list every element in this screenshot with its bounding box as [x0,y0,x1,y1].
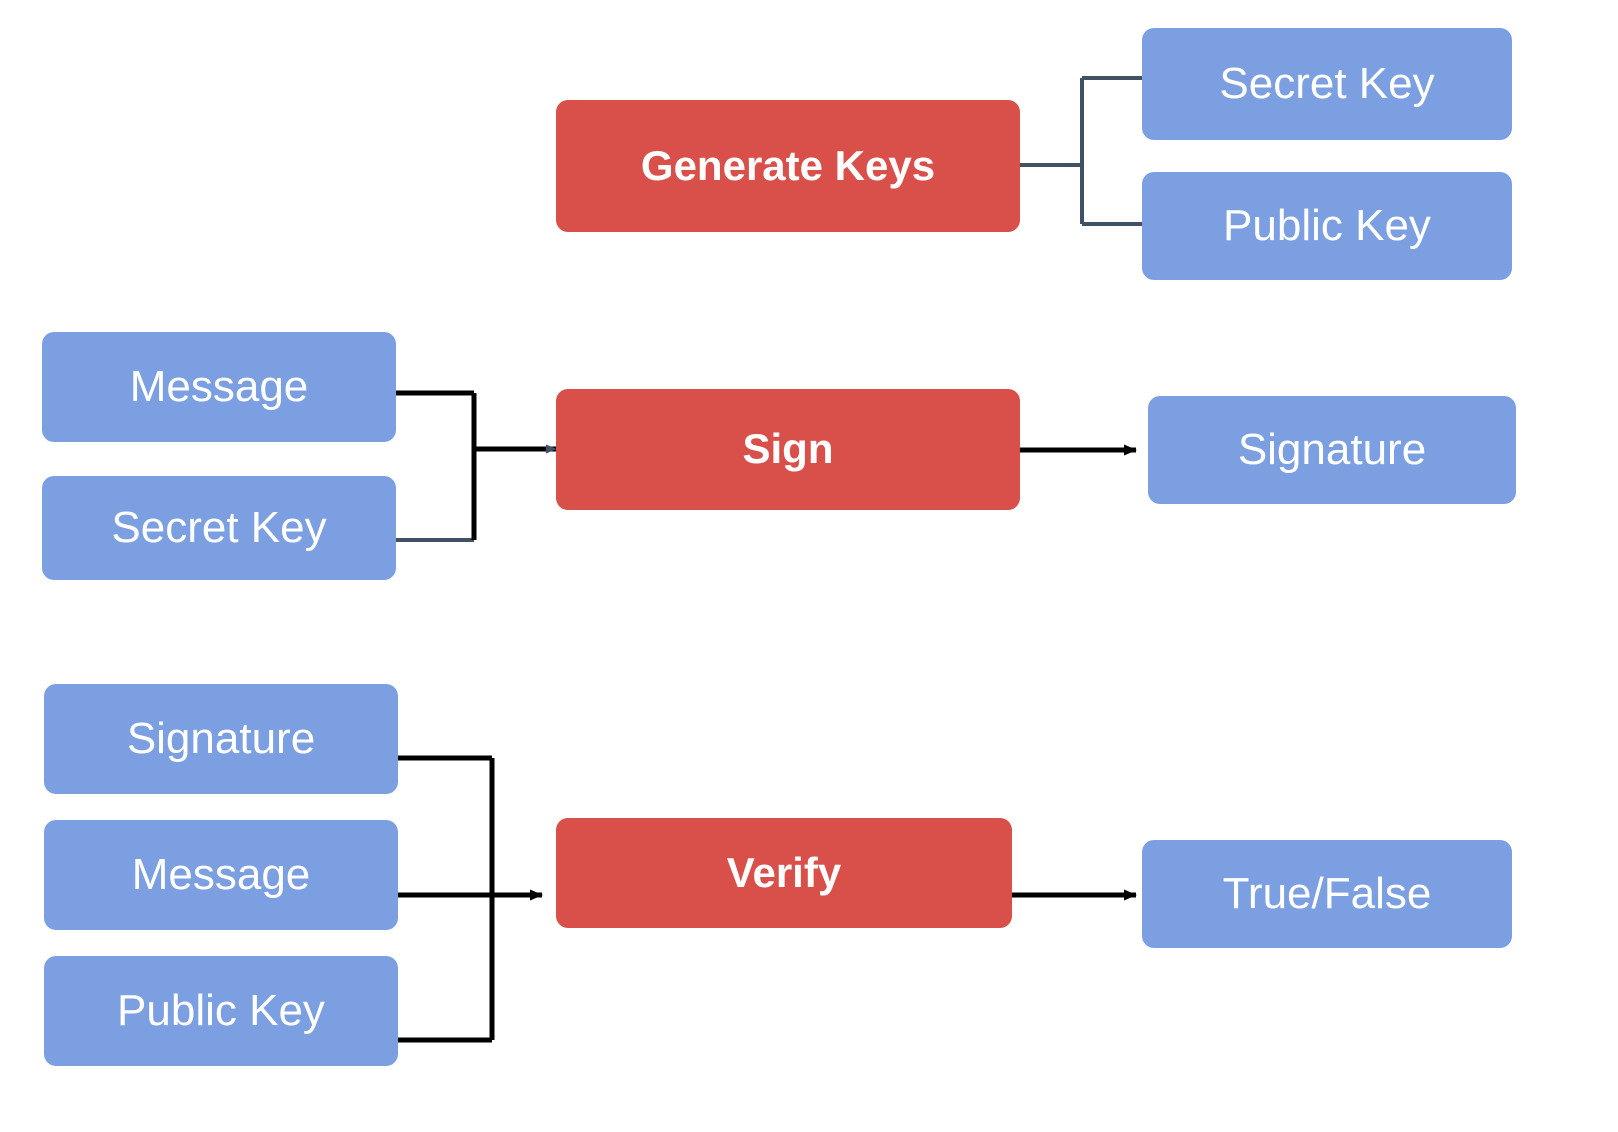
node-sign-input-message[interactable]: Message [42,332,396,442]
node-true-false-output-label: True/False [1222,868,1432,918]
node-secret-key-output-label: Secret Key [1219,58,1435,108]
node-secret-key-output[interactable]: Secret Key [1142,28,1512,140]
node-sign-input-message-label: Message [129,361,309,411]
node-sign[interactable]: Sign [556,389,1020,510]
node-sign-input-secret-key[interactable]: Secret Key [42,476,396,580]
node-generate-keys-label: Generate Keys [640,141,936,189]
node-public-key-output[interactable]: Public Key [1142,172,1512,280]
node-true-false-output[interactable]: True/False [1142,840,1512,948]
connector-verify-inputs-merge [396,755,543,1043]
node-signature-output-label: Signature [1237,424,1427,474]
node-signature-output[interactable]: Signature [1148,396,1516,504]
node-verify-label: Verify [726,848,842,896]
node-public-key-output-label: Public Key [1223,200,1431,250]
node-verify-input-public-key[interactable]: Public Key [44,956,398,1066]
node-sign-label: Sign [742,425,834,473]
node-verify-input-signature[interactable]: Signature [44,684,398,794]
node-verify-input-message[interactable]: Message [44,820,398,930]
node-verify[interactable]: Verify [556,818,1012,928]
connector-sign-inputs-merge [396,390,557,542]
node-sign-input-secret-key-label: Secret Key [111,502,327,552]
node-verify-input-signature-label: Signature [126,713,316,763]
node-generate-keys[interactable]: Generate Keys [556,100,1020,232]
node-verify-input-public-key-label: Public Key [117,985,325,1035]
node-verify-input-message-label: Message [131,849,311,899]
